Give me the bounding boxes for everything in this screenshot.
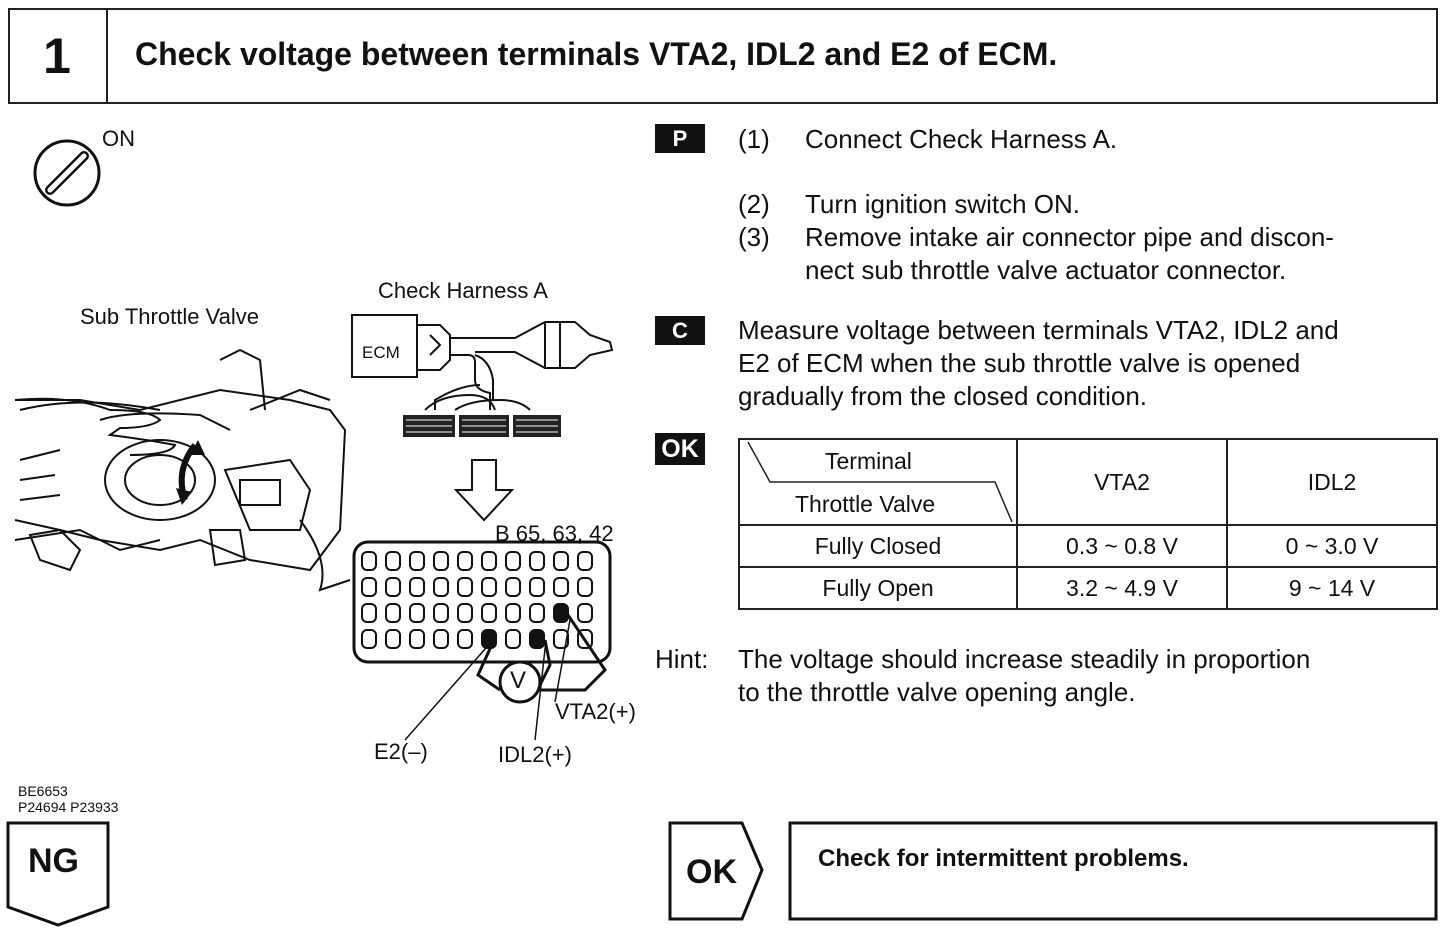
connector-pin	[529, 551, 545, 571]
table-corner-cell: Terminal Throttle Valve	[738, 438, 1018, 526]
step-3-number: (3)	[738, 222, 770, 252]
header-idl2: IDL2	[1226, 438, 1438, 526]
connector-pin	[505, 577, 521, 597]
row-label: Fully Open	[738, 566, 1018, 610]
connector-pin	[553, 603, 569, 623]
diagnostic-figure	[14, 139, 614, 741]
connector-pin	[385, 551, 401, 571]
result-flags	[6, 821, 1438, 927]
connector-pin	[505, 603, 521, 623]
connector-pin	[385, 577, 401, 597]
down-arrow-icon	[453, 459, 515, 522]
c-badge: C	[655, 316, 705, 345]
connector-pin	[505, 551, 521, 571]
connector-pin	[529, 629, 545, 649]
connector-pin	[433, 603, 449, 623]
ng-result: NG	[28, 842, 79, 880]
connector-pin	[553, 629, 569, 649]
connector-pin	[433, 577, 449, 597]
sub-throttle-label: Sub Throttle Valve	[80, 304, 259, 329]
connector-pin	[481, 603, 497, 623]
vta2-terminal-label: VTA2(+)	[555, 699, 636, 724]
table-row: Fully Open 3.2 ~ 4.9 V 9 ~ 14 V	[738, 566, 1438, 610]
row-vta2: 0.3 ~ 0.8 V	[1016, 524, 1228, 568]
row-label: Fully Closed	[738, 524, 1018, 568]
corner-top-label: Terminal	[825, 448, 912, 474]
harness-label: Check Harness A	[378, 278, 548, 303]
step-title: Check voltage between terminals VTA2, ID…	[135, 36, 1058, 72]
voltage-spec-table: Terminal Throttle Valve VTA2 IDL2 Fully …	[738, 438, 1438, 610]
ok-action-text: Check for intermittent problems.	[818, 845, 1189, 872]
ok-action-box	[788, 821, 1438, 921]
connector-pin	[529, 577, 545, 597]
connector-pin	[577, 551, 593, 571]
connector-pin	[385, 629, 401, 649]
step-number: 1	[8, 8, 108, 104]
ignition-key-icon	[33, 139, 101, 207]
connector-pin	[457, 577, 473, 597]
step-header-box	[8, 8, 1438, 104]
connector-pin	[481, 577, 497, 597]
connector-pin	[409, 551, 425, 571]
connector-pin	[361, 603, 377, 623]
e2-terminal-label: E2(–)	[374, 739, 428, 764]
ecm-label: ECM	[362, 343, 400, 362]
connector-pin	[505, 629, 521, 649]
measure-line-1: Measure voltage between terminals VTA2, …	[738, 315, 1339, 345]
idl2-terminal-label: IDL2(+)	[498, 742, 572, 767]
rotation-arrow-icon	[176, 440, 205, 505]
check-harness-illustration	[351, 314, 614, 411]
step-3-line-1: Remove intake air connector pipe and dis…	[805, 222, 1334, 252]
p-badge: P	[655, 124, 705, 153]
connector-pin	[361, 629, 377, 649]
ok-flag-shape	[668, 821, 764, 921]
connector-pin	[457, 603, 473, 623]
table-row: Fully Closed 0.3 ~ 0.8 V 0 ~ 3.0 V	[738, 524, 1438, 568]
figure-code-2: P24694 P23933	[18, 799, 119, 815]
header-vta2: VTA2	[1016, 438, 1228, 526]
voltmeter-icon	[498, 660, 542, 704]
ok-result: OK	[686, 853, 737, 891]
hint-label: Hint:	[655, 644, 709, 674]
connector-pin	[457, 629, 473, 649]
voltmeter-leads	[476, 614, 607, 692]
ignition-on-label: ON	[102, 126, 135, 151]
connector-pin	[481, 551, 497, 571]
ok-badge: OK	[655, 433, 705, 465]
step-1-number: (1)	[738, 124, 770, 154]
connector-pin	[553, 577, 569, 597]
hint-line-2: to the throttle valve opening angle.	[738, 677, 1136, 707]
hint-line-1: The voltage should increase steadily in …	[738, 644, 1311, 674]
voltmeter-symbol: V	[510, 667, 527, 694]
connector-pin	[553, 551, 569, 571]
connector-pin	[577, 577, 593, 597]
step-2-text: Turn ignition switch ON.	[805, 189, 1081, 219]
corner-bottom-label: Throttle Valve	[795, 491, 936, 517]
figure-code-1: BE6653	[18, 783, 68, 799]
connector-pin	[409, 603, 425, 623]
step-3-line-2: nect sub throttle valve actuator connect…	[805, 255, 1287, 285]
corner-diagonal	[747, 441, 1013, 523]
connector-pin	[433, 629, 449, 649]
step-1-text: Connect Check Harness A.	[805, 124, 1118, 154]
connector-pin	[361, 577, 377, 597]
row-vta2: 3.2 ~ 4.9 V	[1016, 566, 1228, 610]
connector-label: B 65, 63, 42	[495, 521, 614, 546]
connector-pin	[529, 603, 545, 623]
row-idl2: 9 ~ 14 V	[1226, 566, 1438, 610]
ecm-connector	[352, 540, 612, 664]
connector-pin	[385, 603, 401, 623]
ng-flag-shape	[6, 821, 110, 927]
throttle-body-illustration	[14, 348, 351, 592]
connector-pin	[361, 551, 377, 571]
connector-pin	[457, 551, 473, 571]
connector-pin	[577, 603, 593, 623]
step-2-number: (2)	[738, 189, 770, 219]
connector-pin	[409, 629, 425, 649]
measure-line-3: gradually from the closed condition.	[738, 381, 1148, 411]
connector-pin	[433, 551, 449, 571]
row-idl2: 0 ~ 3.0 V	[1226, 524, 1438, 568]
measure-line-2: E2 of ECM when the sub throttle valve is…	[738, 348, 1301, 378]
connector-pin	[409, 577, 425, 597]
